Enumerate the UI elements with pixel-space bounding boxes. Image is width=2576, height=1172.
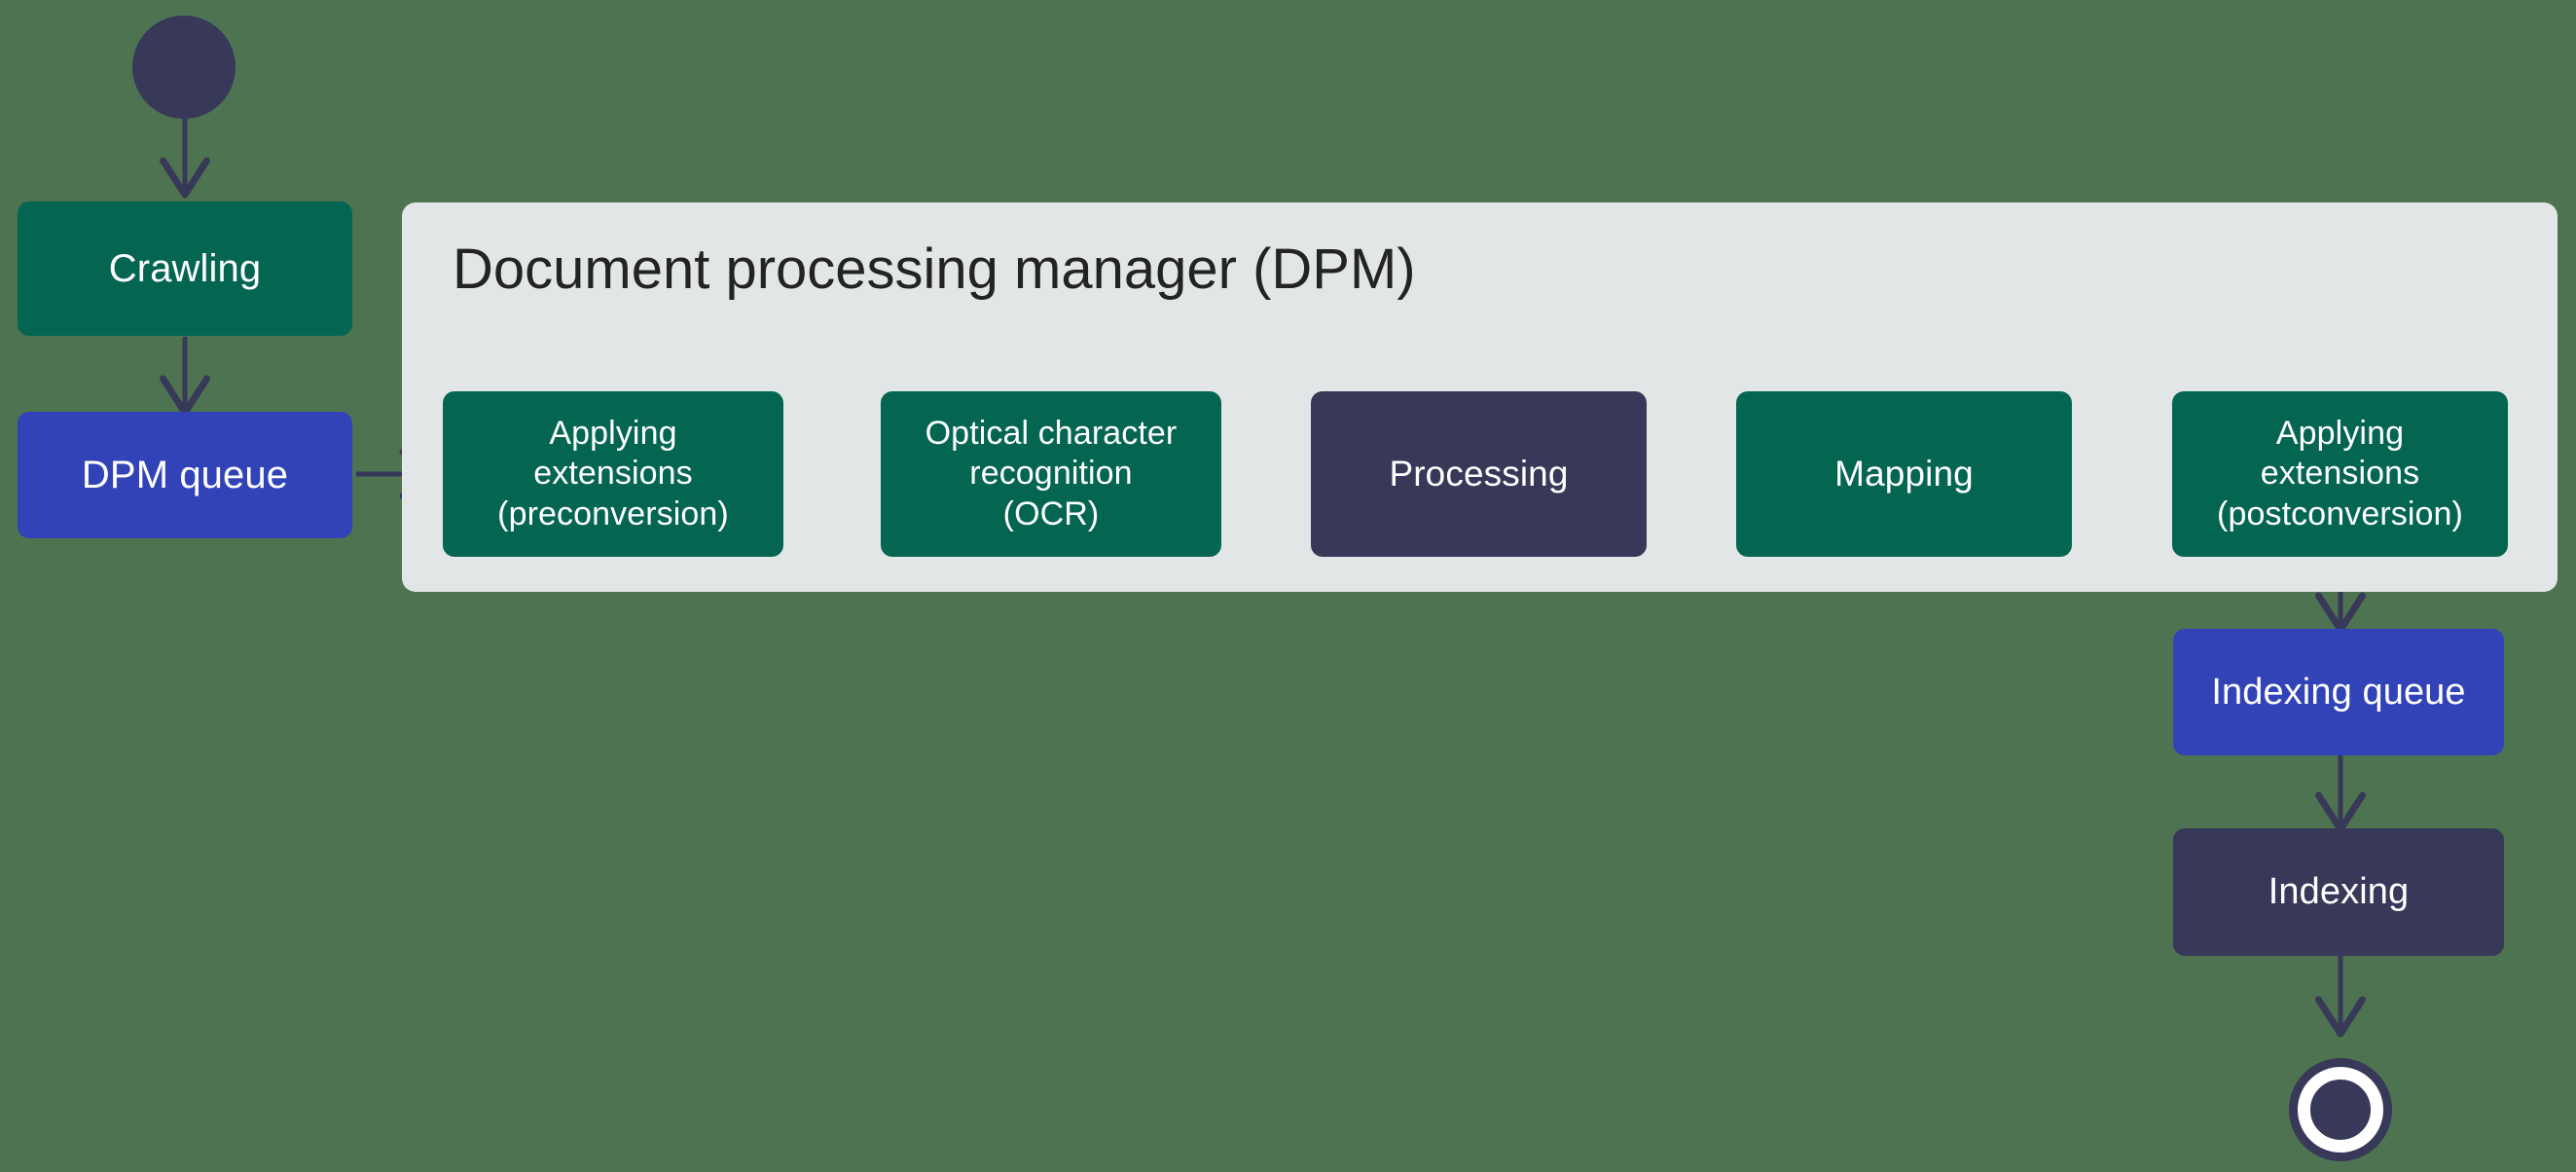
node-dpm-queue[interactable]: DPM queue (18, 412, 352, 538)
node-applying-extensions-preconversion-label: Applying extensions (preconversion) (497, 414, 729, 532)
end-event-ring (2298, 1067, 2383, 1153)
node-optical-character-recognition[interactable]: Optical character recognition (OCR) (881, 391, 1221, 557)
node-indexing-queue[interactable]: Indexing queue (2173, 629, 2504, 755)
node-indexing-label: Indexing (2268, 871, 2410, 913)
node-applying-extensions-postconversion[interactable]: Applying extensions (postconversion) (2172, 391, 2508, 557)
node-crawling[interactable]: Crawling (18, 201, 352, 336)
node-dpm-queue-label: DPM queue (81, 453, 289, 496)
end-event (2289, 1058, 2392, 1161)
node-processing-label: Processing (1389, 454, 1569, 494)
node-mapping-label: Mapping (1834, 454, 1974, 494)
node-optical-character-recognition-label: Optical character recognition (OCR) (925, 414, 1178, 532)
node-applying-extensions-preconversion[interactable]: Applying extensions (preconversion) (443, 391, 783, 557)
start-event (132, 16, 236, 119)
node-mapping[interactable]: Mapping (1736, 391, 2072, 557)
node-crawling-label: Crawling (108, 246, 262, 290)
node-indexing-queue-label: Indexing queue (2211, 671, 2466, 713)
node-processing[interactable]: Processing (1311, 391, 1647, 557)
node-applying-extensions-postconversion-label: Applying extensions (postconversion) (2217, 414, 2463, 532)
node-indexing[interactable]: Indexing (2173, 828, 2504, 956)
dpm-container-title: Document processing manager (DPM) (453, 238, 1416, 301)
